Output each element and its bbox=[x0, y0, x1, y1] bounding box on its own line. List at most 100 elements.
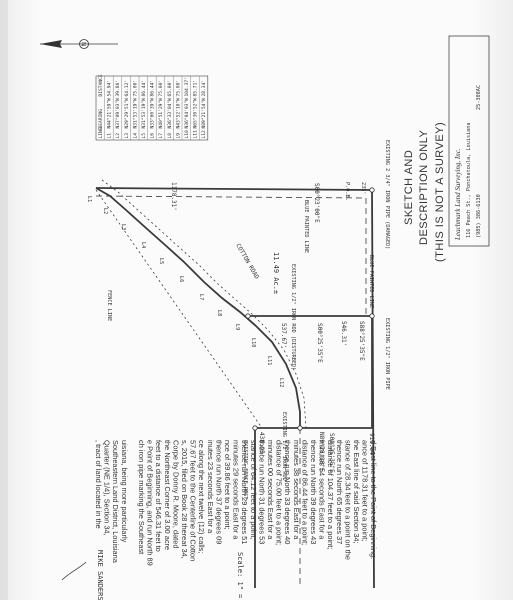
left-bearing: N89°28'18"E bbox=[318, 432, 325, 472]
line-table-cell: L10 bbox=[184, 130, 190, 139]
line-table-cell: 75.00' bbox=[158, 80, 164, 97]
line-table-cell: 54.94' bbox=[107, 80, 113, 97]
line-table-cell: 39.86' bbox=[115, 80, 121, 97]
side-distance: 546.31' bbox=[340, 321, 347, 346]
segment-label: L3 bbox=[120, 224, 126, 230]
iron-pipe-mid-label: EXISTING 1/2" IRON PIPE bbox=[384, 318, 390, 390]
description-line: ce along the next twelve (12) calls; bbox=[197, 440, 206, 553]
blue-painted-top-label: BLUE PAINTED LINE bbox=[303, 200, 309, 253]
description-line: distance of 104.37 feet to a point; bbox=[326, 440, 335, 549]
line-table-cell: 75.00' bbox=[132, 80, 138, 97]
line-table-cell: N40°51'29"W bbox=[158, 98, 164, 129]
description-line: feet to a distance of 546.31 feet to bbox=[154, 440, 163, 552]
title-line3: (THIS IS NOT A SURVEY) bbox=[434, 122, 446, 262]
description-line: thence run North 33 degrees 40 bbox=[283, 440, 292, 544]
description-line: minutes 29 seconds East for a bbox=[232, 440, 241, 540]
job-number: 25-308AC bbox=[476, 85, 482, 110]
side-bearing: S88°25'35"E bbox=[358, 321, 365, 361]
description-line: Corpe by Donny R. Moore, dated bbox=[171, 440, 180, 548]
acreage-label: 11.49 Ac.± bbox=[272, 252, 280, 294]
iron-rod-curve-label: EXISTING 1/2" IRON ROD (DISTURBED) bbox=[290, 264, 296, 370]
plat-outline bbox=[95, 187, 375, 589]
line-table-cell: 85.71' bbox=[193, 80, 199, 97]
segment-label: L11 bbox=[266, 356, 272, 365]
segment-label: L1 bbox=[86, 196, 92, 202]
cotton-road bbox=[95, 179, 307, 429]
segment-label: L4 bbox=[140, 242, 146, 248]
line-table: LINEBEARINGDISTANCEL1N44°21'59"W54.94'L2… bbox=[95, 74, 209, 141]
description-line: s, 2015, filed on Book 28 thereat 34, bbox=[180, 440, 189, 559]
line-table-header: LINE bbox=[98, 127, 104, 138]
bottom-bearing: S00°25'35"E bbox=[328, 433, 335, 473]
line-table-cell: L2 bbox=[115, 133, 121, 139]
line-table-cell: N31°53'19"W bbox=[141, 98, 147, 129]
line-table-cell: 64.12' bbox=[124, 80, 130, 97]
line-table-cell: N29°29'51"W bbox=[124, 98, 130, 129]
interior-bearing: S00°25'35"E bbox=[316, 323, 323, 363]
segment-label: L7 bbox=[198, 294, 204, 300]
line-table-cell: L11 bbox=[193, 130, 199, 139]
line-table-cell: 75.00' bbox=[175, 80, 181, 97]
east-boundary-line bbox=[371, 189, 375, 589]
description-line: the East line of said Section 34; bbox=[352, 440, 361, 544]
description-line: the Northeast Corner of 3.00 acre bbox=[163, 440, 172, 550]
line-table-cell: 104.37' bbox=[184, 77, 190, 96]
line-table-header: BEARING bbox=[98, 109, 104, 129]
title-block: SKETCH AND DESCRIPTION ONLY (THIS IS NOT… bbox=[403, 35, 490, 262]
north-arrow-icon: N bbox=[40, 39, 118, 49]
description-line: e Point of Beginning, and run North 89 bbox=[146, 440, 155, 566]
description-line: stance of 64.12 feet to a point; bbox=[249, 440, 258, 539]
line-table-cell: N44°21'59"W bbox=[107, 98, 113, 129]
line-table-cell: 86.44' bbox=[150, 80, 156, 97]
top-bearing: S00°23'00"E bbox=[313, 183, 320, 223]
iron-rod-bottom-label: EXISTING 1/2" IRON ROD bbox=[281, 412, 287, 481]
line-table-cell: L3 bbox=[124, 133, 130, 139]
line-table-header: DISTANCE bbox=[98, 74, 104, 96]
line-table-cell: L4 bbox=[132, 133, 138, 139]
title-line2: DESCRIPTION ONLY bbox=[418, 129, 430, 245]
monuments bbox=[245, 187, 375, 431]
line-table-border bbox=[95, 75, 209, 141]
monument-pob bbox=[369, 187, 375, 193]
north-boundary-line bbox=[95, 187, 373, 191]
line-table-cell: N36°33'04"W bbox=[167, 98, 173, 129]
top-distance: 1178.31' bbox=[170, 182, 177, 211]
pob-label: P.O.B. bbox=[344, 182, 350, 201]
left-distance: 438.95' bbox=[258, 432, 265, 457]
monument-iron-pipe bbox=[369, 313, 375, 319]
iron-pipe-top-label: EXISTING 2 3/4" IRON PIPE (DAMAGED) bbox=[384, 140, 390, 249]
fence-line-label: FENCE LINE bbox=[106, 290, 112, 321]
segment-label: L12 bbox=[278, 378, 284, 387]
description-line: thence run North 29 degrees 51 bbox=[240, 440, 249, 544]
dist-235-label: 235' bbox=[360, 182, 366, 195]
description-line: distance of 86.44 feet to a point; bbox=[300, 440, 309, 545]
description-line: thence run North 37 degrees 09 bbox=[214, 440, 223, 544]
description-line: inutes 23 seconds East for a bbox=[206, 440, 215, 534]
bottom-distance: 911.04' bbox=[368, 433, 375, 458]
description-line: nce of 39.86 feet to a point; bbox=[223, 440, 232, 530]
monument-iron-rod bbox=[297, 425, 303, 431]
monument-curve-rod bbox=[245, 313, 251, 319]
line-table-cell: N37°09'03"W bbox=[115, 98, 121, 129]
company-name: Leachmark Land Surveying, Inc. bbox=[454, 148, 462, 241]
monument-fence-post bbox=[252, 425, 258, 431]
cotton-road-label: COTTON ROAD bbox=[234, 243, 260, 281]
description-line: ance of 1178.31 feet to a point; bbox=[361, 440, 370, 541]
description-line: Quarter (NE 1/4), Section 34, bbox=[103, 440, 112, 536]
north-arrow-label: N bbox=[80, 42, 87, 47]
interior-distance: 537.67' bbox=[280, 323, 287, 348]
description-line: stance of 28.34 feet to a point on the bbox=[343, 440, 352, 560]
fence-post-label: EXISTING FENCE POST bbox=[242, 440, 248, 499]
description-line: minutes 54 seconds East for a bbox=[318, 440, 327, 540]
company-phone: (985) 386-6130 bbox=[476, 194, 482, 238]
scan-edge bbox=[0, 0, 8, 600]
segment-label: L10 bbox=[250, 338, 256, 347]
segment-label: L9 bbox=[234, 324, 240, 330]
description-line: , tract of land located in the bbox=[94, 440, 103, 529]
segment-label: L8 bbox=[216, 310, 222, 316]
description-line: thence run North 31 degrees 53 bbox=[257, 440, 266, 544]
description-line: 57.67 feet to the Centerline of Cotton bbox=[189, 440, 198, 561]
line-table-cell: L9 bbox=[175, 133, 181, 139]
